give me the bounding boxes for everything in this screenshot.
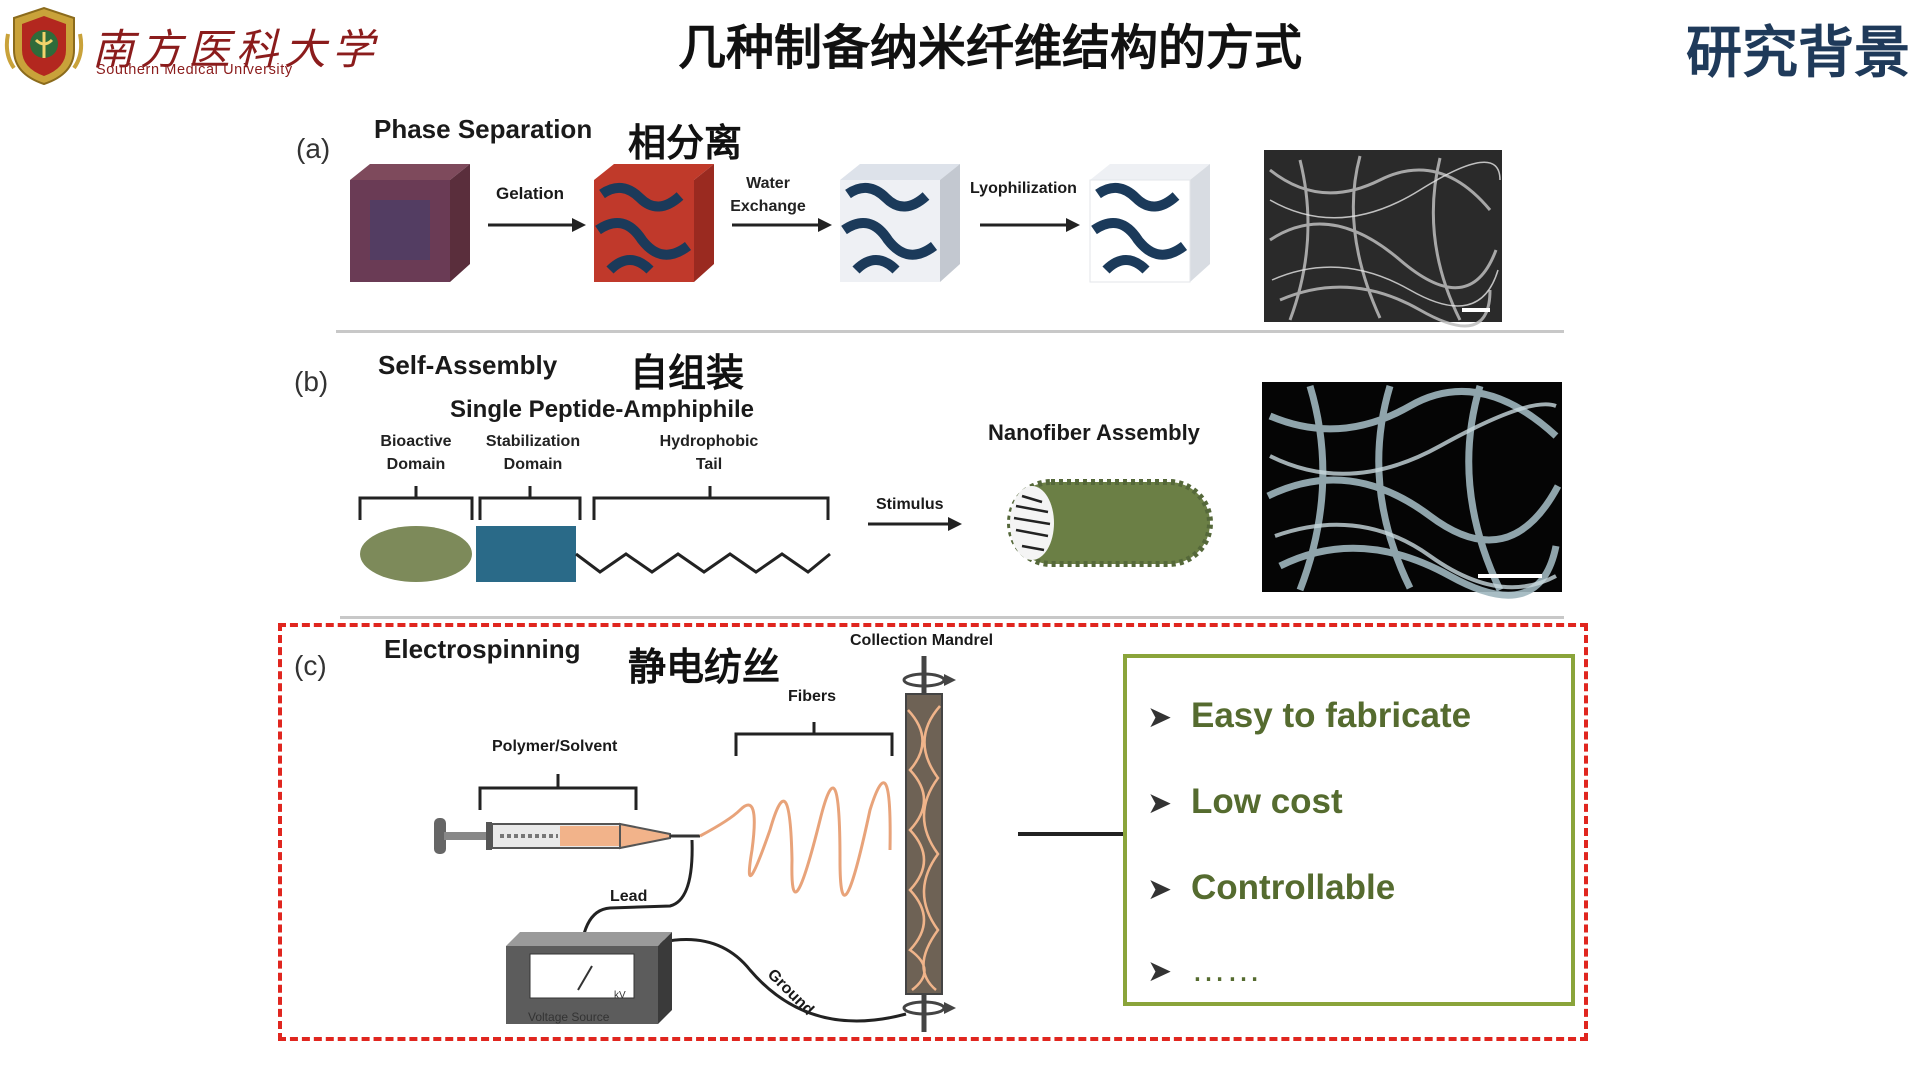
connector-line [1018,832,1124,836]
bioactive-domain-shape [360,526,472,582]
sem-image-phase-separation [1264,150,1502,328]
nanofiber-assembly-shape [1007,479,1213,567]
arrow-bullet-icon: ➤ [1147,787,1173,820]
advantages-box: ➤ Easy to fabricate ➤ Low cost ➤ Controllab… [1123,654,1575,1006]
label-domain-2: Domain [503,456,563,473]
brace-fibers [734,722,894,756]
brace-hydrophobic [592,486,830,520]
panel-a-title-cn: 相分离 [628,121,743,165]
hydrophobic-tail-shape [575,552,831,574]
voltage-source-box [506,932,672,1024]
panel-b-title-cn: 自组装 [630,351,745,395]
label-stimulus: Stimulus [876,496,944,513]
advantage-item-easy: ➤ Easy to fabricate [1147,696,1471,736]
panel-c-title-cn: 静电纺丝 [628,645,781,689]
label-stabilization: Stabilization [485,433,581,450]
label-gelation: Gelation [496,184,565,203]
panel-c-title: Electrospinning [384,634,581,664]
syringe [434,818,700,854]
label-kv-unit: kV [614,990,626,1001]
university-logo [4,4,84,86]
brace-polymer [478,774,638,810]
label-water: Water [746,175,790,192]
label-hydrophobic-tail: Hydrophobic Tail [654,430,764,476]
panel-b-title: Self-Assembly [378,350,558,380]
label-polymer-solvent: Polymer/Solvent [492,738,618,755]
label-domain-1: Domain [386,456,446,473]
panel-a-title: Phase Separation [374,114,593,144]
stabilization-domain-shape [476,526,576,582]
university-name-cn: 南方医科大学 [92,25,381,74]
collection-mandrel [902,656,956,1032]
brace-bioactive [358,486,474,520]
gel-cube-exchanged [840,164,960,282]
label-exchange: Exchange [730,198,806,215]
assembly-title: Nanofiber Assembly [988,420,1200,445]
label-water-exchange: Water Exchange [728,172,808,218]
brace-stabilization [478,486,582,520]
label-bioactive-domain: Bioactive Domain [366,430,466,476]
advantage-text-easy: Easy to fabricate [1191,696,1472,735]
gel-cube-separated [594,164,714,282]
arrow-bullet-icon: ➤ [1147,873,1173,906]
advantage-text-controllable: Controllable [1191,868,1396,907]
self-assembly-diagram [358,382,1562,599]
electrospinning-diagram [434,656,956,1032]
ground-wire [629,938,907,1023]
electrospinning-highlight-frame [278,623,1588,1041]
panel-a-tag: (a) [296,133,331,164]
university-name-en: Southern Medical University [96,62,293,78]
sem-image-self-assembly [1262,382,1562,599]
advantage-text-cost: Low cost [1191,782,1343,821]
divider-a-b [336,330,1564,333]
advantage-item-controllable: ➤ Controllable [1147,868,1395,908]
label-lyophilization: Lyophilization [970,180,1077,197]
divider-b-c [340,616,1564,619]
section-tag: 研究背景 [1686,21,1910,86]
university-seal-icon [4,6,84,86]
label-voltage-source: Voltage Source [528,1010,610,1024]
molecule-title: Single Peptide-Amphiphile [450,396,755,423]
label-tail: Tail [695,456,723,473]
arrow-bullet-icon: ➤ [1147,701,1173,734]
fiber-jet [699,781,892,897]
label-stabilization-domain: Stabilization Domain [478,430,588,476]
label-collection-mandrel: Collection Mandrel [850,632,994,649]
panel-c-tag: (c) [294,650,327,681]
label-hydrophobic: Hydrophobic [659,433,759,450]
phase-separation-diagram [350,150,1502,328]
slide-title: 几种制备纳米纤维结构的方式 [677,20,1302,76]
arrow-bullet-icon: ➤ [1147,955,1173,988]
label-fibers: Fibers [788,688,837,705]
panel-b-tag: (b) [294,366,329,397]
label-lead: Lead [610,888,648,905]
advantage-item-cost: ➤ Low cost [1147,782,1343,822]
advantage-text-more: …… [1191,950,1261,989]
advantage-item-more: ➤ …… [1147,950,1261,990]
gel-cube-solid [350,164,470,282]
scaffold-cube [1089,164,1210,283]
label-bioactive: Bioactive [380,433,452,450]
